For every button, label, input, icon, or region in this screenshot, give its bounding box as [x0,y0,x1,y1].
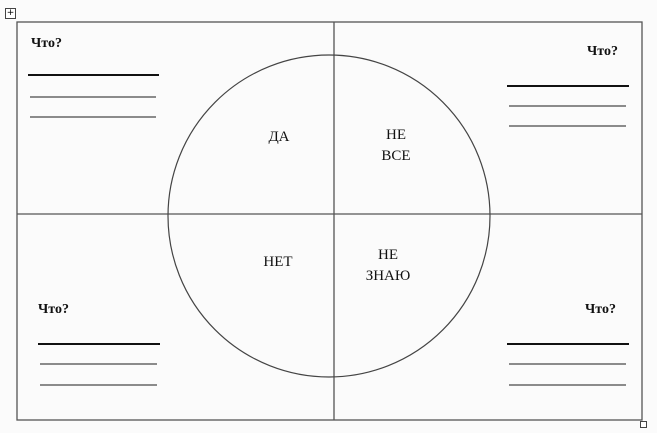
answer-lines-top-left [28,74,159,118]
label-dont-know-line2: ЗНАЮ [365,268,411,284]
answer-lines-bottom-right [507,343,629,386]
question-top-right: Что? [587,44,618,59]
question-bottom-right: Что? [585,302,616,317]
label-not-all-line1: НЕ [386,127,406,143]
answer-lines-bottom-left [38,343,160,386]
answer-circle [167,54,491,378]
table-resize-handle[interactable] [640,421,647,428]
label-dont-know: НЕ ЗНАЮ [348,245,428,287]
question-top-left: Что? [31,36,62,51]
label-yes: ДА [268,129,290,145]
table-border [16,21,643,421]
label-no: НЕТ [263,254,293,270]
label-not-all: НЕ ВСЕ [356,125,436,167]
label-dont-know-line1: НЕ [378,247,398,263]
question-bottom-left: Что? [38,302,69,317]
answer-lines-top-right [507,85,629,127]
label-not-all-line2: ВСЕ [381,148,411,164]
table-move-handle-icon[interactable]: + [5,8,16,19]
